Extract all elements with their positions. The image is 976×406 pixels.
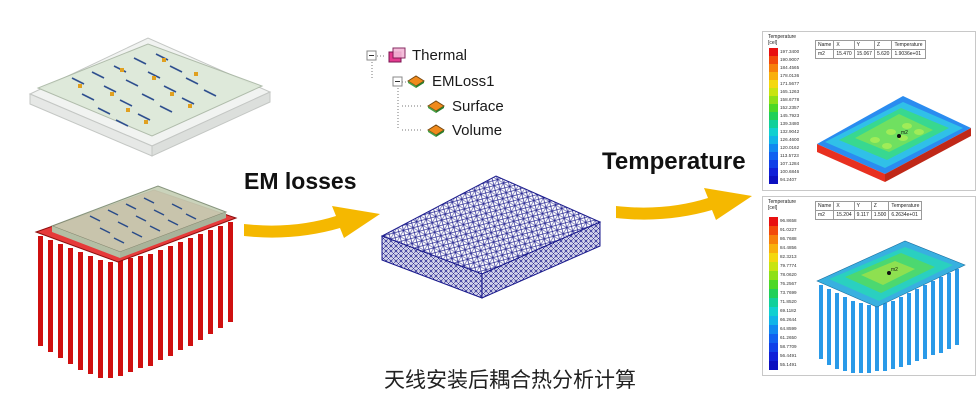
thermal-map-top: m2: [817, 96, 971, 182]
colorbar-tick: 197.3400: [780, 49, 800, 54]
colorbar-tick: 152.2357: [780, 105, 800, 110]
colorbar-tick: 190.9007: [780, 57, 800, 62]
caption: 天线安装后耦合热分析计算: [384, 368, 636, 392]
colorbar-tick: 107.1284: [780, 161, 800, 166]
colorbar-tick: 56.4491: [780, 353, 797, 358]
colorbar-bottom: [769, 217, 778, 370]
colorbar-top: [769, 48, 778, 184]
colorbar-tick: 79.7774: [780, 263, 797, 268]
colorbar-tick: 126.4600: [780, 137, 800, 142]
colorbar-unit: [cel]: [768, 40, 778, 46]
table-cell: 1.500: [870, 210, 890, 220]
surface-icon: [427, 100, 445, 113]
colorbar-tick: 66.2644: [780, 317, 797, 322]
em-losses-arrow: [244, 206, 380, 238]
colorbar-tick: 58.7709: [780, 344, 797, 349]
table-header: X: [833, 201, 855, 211]
tree-item-thermal[interactable]: Thermal: [412, 47, 468, 64]
colorbar-tick: 76.2567: [780, 281, 797, 286]
tree-item-surface[interactable]: Surface: [452, 98, 504, 115]
table-header: Temperature: [888, 201, 923, 211]
colorbar-unit: [cel]: [768, 205, 778, 211]
table-cell: 9.117: [853, 210, 872, 220]
colorbar-tick: 73.7699: [780, 290, 797, 295]
thermal-setup-icon: [388, 47, 406, 63]
table-cell: 6.2634e+01: [888, 210, 923, 220]
project-tree: Thermal EMLoss1 Surface Volume: [362, 38, 562, 150]
colorbar-tick: 96.8658: [780, 218, 797, 223]
meshed-model: [380, 175, 602, 299]
table-header: Name: [814, 201, 835, 211]
table-cell: 15.204: [833, 210, 855, 220]
colorbar-tick: 69.1182: [780, 308, 797, 313]
table-header: Z: [873, 40, 893, 50]
table-header: X: [833, 40, 855, 50]
colorbar-tick: 145.7923: [780, 113, 800, 118]
table-cell: m2: [814, 49, 835, 59]
colorbar-tick: 84.4856: [780, 245, 797, 250]
emloss-icon: [407, 75, 425, 88]
colorbar-tick: 94.2407: [780, 177, 797, 182]
table-cell: 15.067: [853, 49, 875, 59]
tree-item-volume[interactable]: Volume: [452, 122, 503, 139]
colorbar-title: Temperature: [768, 34, 797, 40]
table-header: Y: [853, 40, 875, 50]
colorbar-tick: 184.4565: [780, 65, 800, 70]
colorbar-tick: 100.6846: [780, 169, 800, 174]
temperature-label: Temperature: [602, 148, 746, 175]
colorbar-tick: 64.8599: [780, 326, 797, 331]
em-losses-label: EM losses: [244, 168, 357, 194]
colorbar-tick: 171.5677: [780, 81, 800, 86]
colorbar-tick: 165.1263: [780, 89, 800, 94]
colorbar-tick: 71.8520: [780, 299, 797, 304]
table-header: Temperature: [891, 40, 926, 50]
colorbar-tick: 178.0136: [780, 73, 800, 78]
table-cell: m2: [814, 210, 835, 220]
colorbar-title: Temperature: [768, 199, 797, 205]
colorbar-tick: 120.0162: [780, 145, 800, 150]
colorbar-tick: 113.5723: [780, 153, 799, 158]
colorbar-tick: 91.0227: [780, 227, 797, 232]
table-cell: 5.620: [873, 49, 893, 59]
volume-icon: [427, 124, 445, 137]
antenna-array-model: [28, 37, 272, 157]
temperature-result-bottom: Temperature [cel] 96.8658 91.0227 86.768…: [762, 196, 976, 376]
probe-table-top: Name X Y Z Temperature m2 15.470 15.067 …: [814, 40, 926, 59]
tree-item-emloss1[interactable]: EMLoss1: [432, 73, 495, 90]
temperature-result-top: Temperature [cel] 197.3400 190.9007 184.…: [762, 31, 976, 191]
thermal-map-bottom: m2: [816, 240, 966, 373]
colorbar-tick: 139.3480: [780, 121, 800, 126]
colorbar-tick: 78.0620: [780, 272, 797, 277]
probe-table-bottom: Name X Y Z Temperature m2 15.204 9.117 1…: [814, 201, 923, 220]
temperature-arrow: [616, 188, 752, 220]
table-cell: 1.9036e+01: [891, 49, 926, 59]
colorbar-tick: 86.7688: [780, 236, 797, 241]
antenna-with-heatsink-model: [34, 185, 238, 378]
table-header: Name: [814, 40, 835, 50]
svg-text:m2: m2: [891, 267, 898, 273]
table-cell: 15.470: [833, 49, 855, 59]
tree-connectors: [366, 50, 422, 131]
svg-text:m2: m2: [901, 130, 908, 136]
table-header: Y: [853, 201, 872, 211]
colorbar-tick: 55.1491: [780, 362, 797, 367]
table-header: Z: [870, 201, 890, 211]
colorbar-tick: 82.3213: [780, 254, 797, 259]
colorbar-tick: 61.2650: [780, 335, 797, 340]
colorbar-tick: 158.6778: [780, 97, 800, 102]
colorbar-tick: 132.9042: [780, 129, 800, 134]
